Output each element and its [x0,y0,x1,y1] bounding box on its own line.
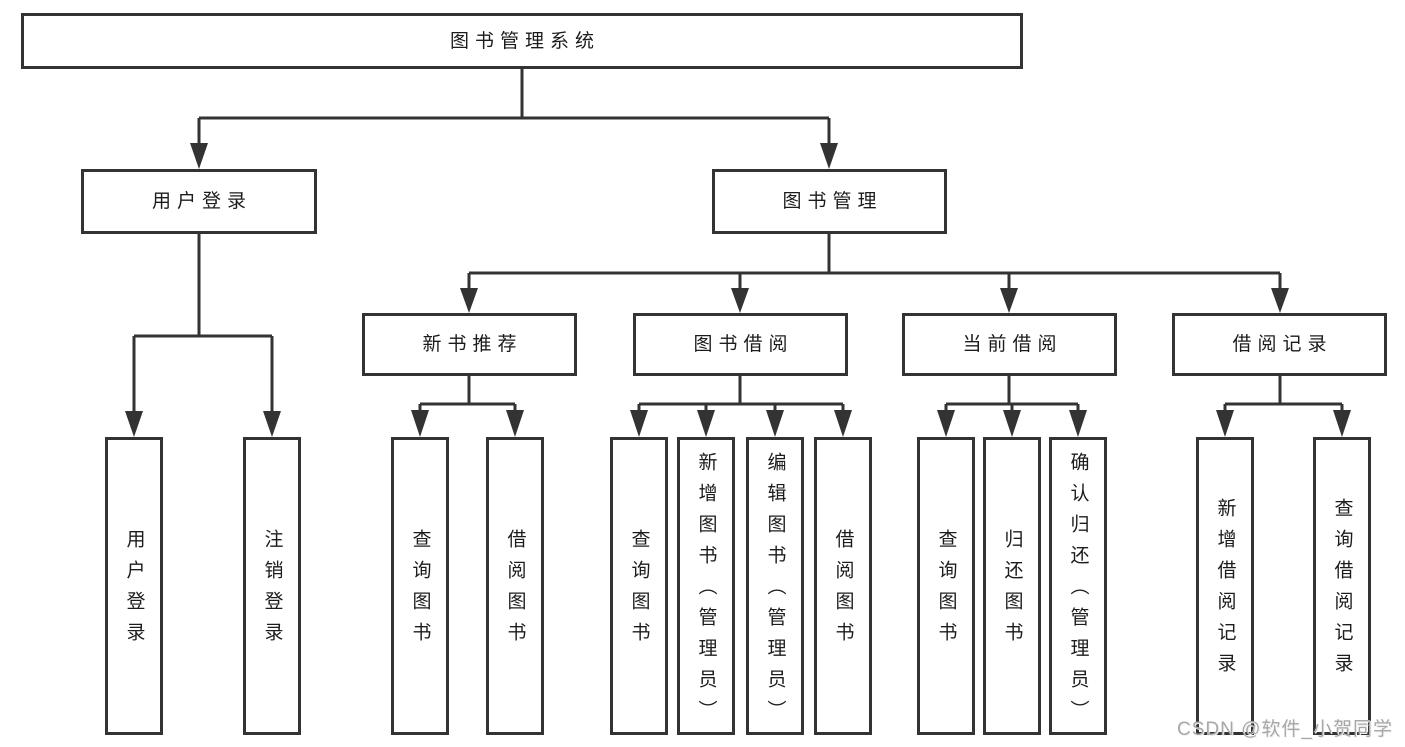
node-library-management-system: 图书管理系统 [21,13,1023,69]
leaf-recommend-borrow-books: 借阅图书 [486,437,544,735]
node-label: 当前借阅 [962,334,1063,355]
node-label: 确认归还（管理员） [1067,451,1089,731]
node-label: 编辑图书（管理员） [764,451,786,731]
node-label: 新增借阅记录 [1214,498,1236,684]
leaf-borrowing-query-books: 查询图书 [610,437,668,735]
leaf-add-books-admin: 新增图书（管理员） [677,437,735,735]
leaf-confirm-return-admin: 确认归还（管理员） [1049,437,1107,735]
node-book-borrowing: 图书借阅 [633,313,848,376]
leaf-borrowing-borrow-books: 借阅图书 [814,437,872,735]
leaf-user-login: 用户登录 [105,437,163,735]
node-label: 借阅图书 [504,529,526,653]
node-label: 注销登录 [261,529,283,653]
node-user-login: 用户登录 [81,169,317,234]
leaf-recommend-query-books: 查询图书 [391,437,449,735]
node-new-book-recommend: 新书推荐 [362,313,577,376]
node-label: 归还图书 [1001,529,1023,653]
node-label: 图书管理系统 [449,30,600,52]
node-label: 图书管理 [782,191,883,212]
node-label: 用户登录 [151,191,252,212]
leaf-query-borrow-record: 查询借阅记录 [1313,437,1371,735]
node-label: 用户登录 [123,529,145,653]
node-label: 查询借阅记录 [1331,498,1353,684]
node-label: 查询图书 [935,529,957,653]
node-label: 新增图书（管理员） [695,451,717,731]
node-label: 查询图书 [628,529,650,653]
leaf-current-query-books: 查询图书 [917,437,975,735]
leaf-edit-books-admin: 编辑图书（管理员） [746,437,804,735]
node-book-management: 图书管理 [712,169,947,234]
node-label: 新书推荐 [422,334,523,355]
node-current-borrowing: 当前借阅 [902,313,1117,376]
node-label: 查询图书 [409,529,431,653]
node-label: 图书借阅 [693,334,794,355]
node-label: 借阅记录 [1232,334,1333,355]
node-label: 借阅图书 [832,529,854,653]
leaf-logout: 注销登录 [243,437,301,735]
leaf-add-borrow-record: 新增借阅记录 [1196,437,1254,735]
leaf-return-books: 归还图书 [983,437,1041,735]
node-borrowing-records: 借阅记录 [1172,313,1387,376]
